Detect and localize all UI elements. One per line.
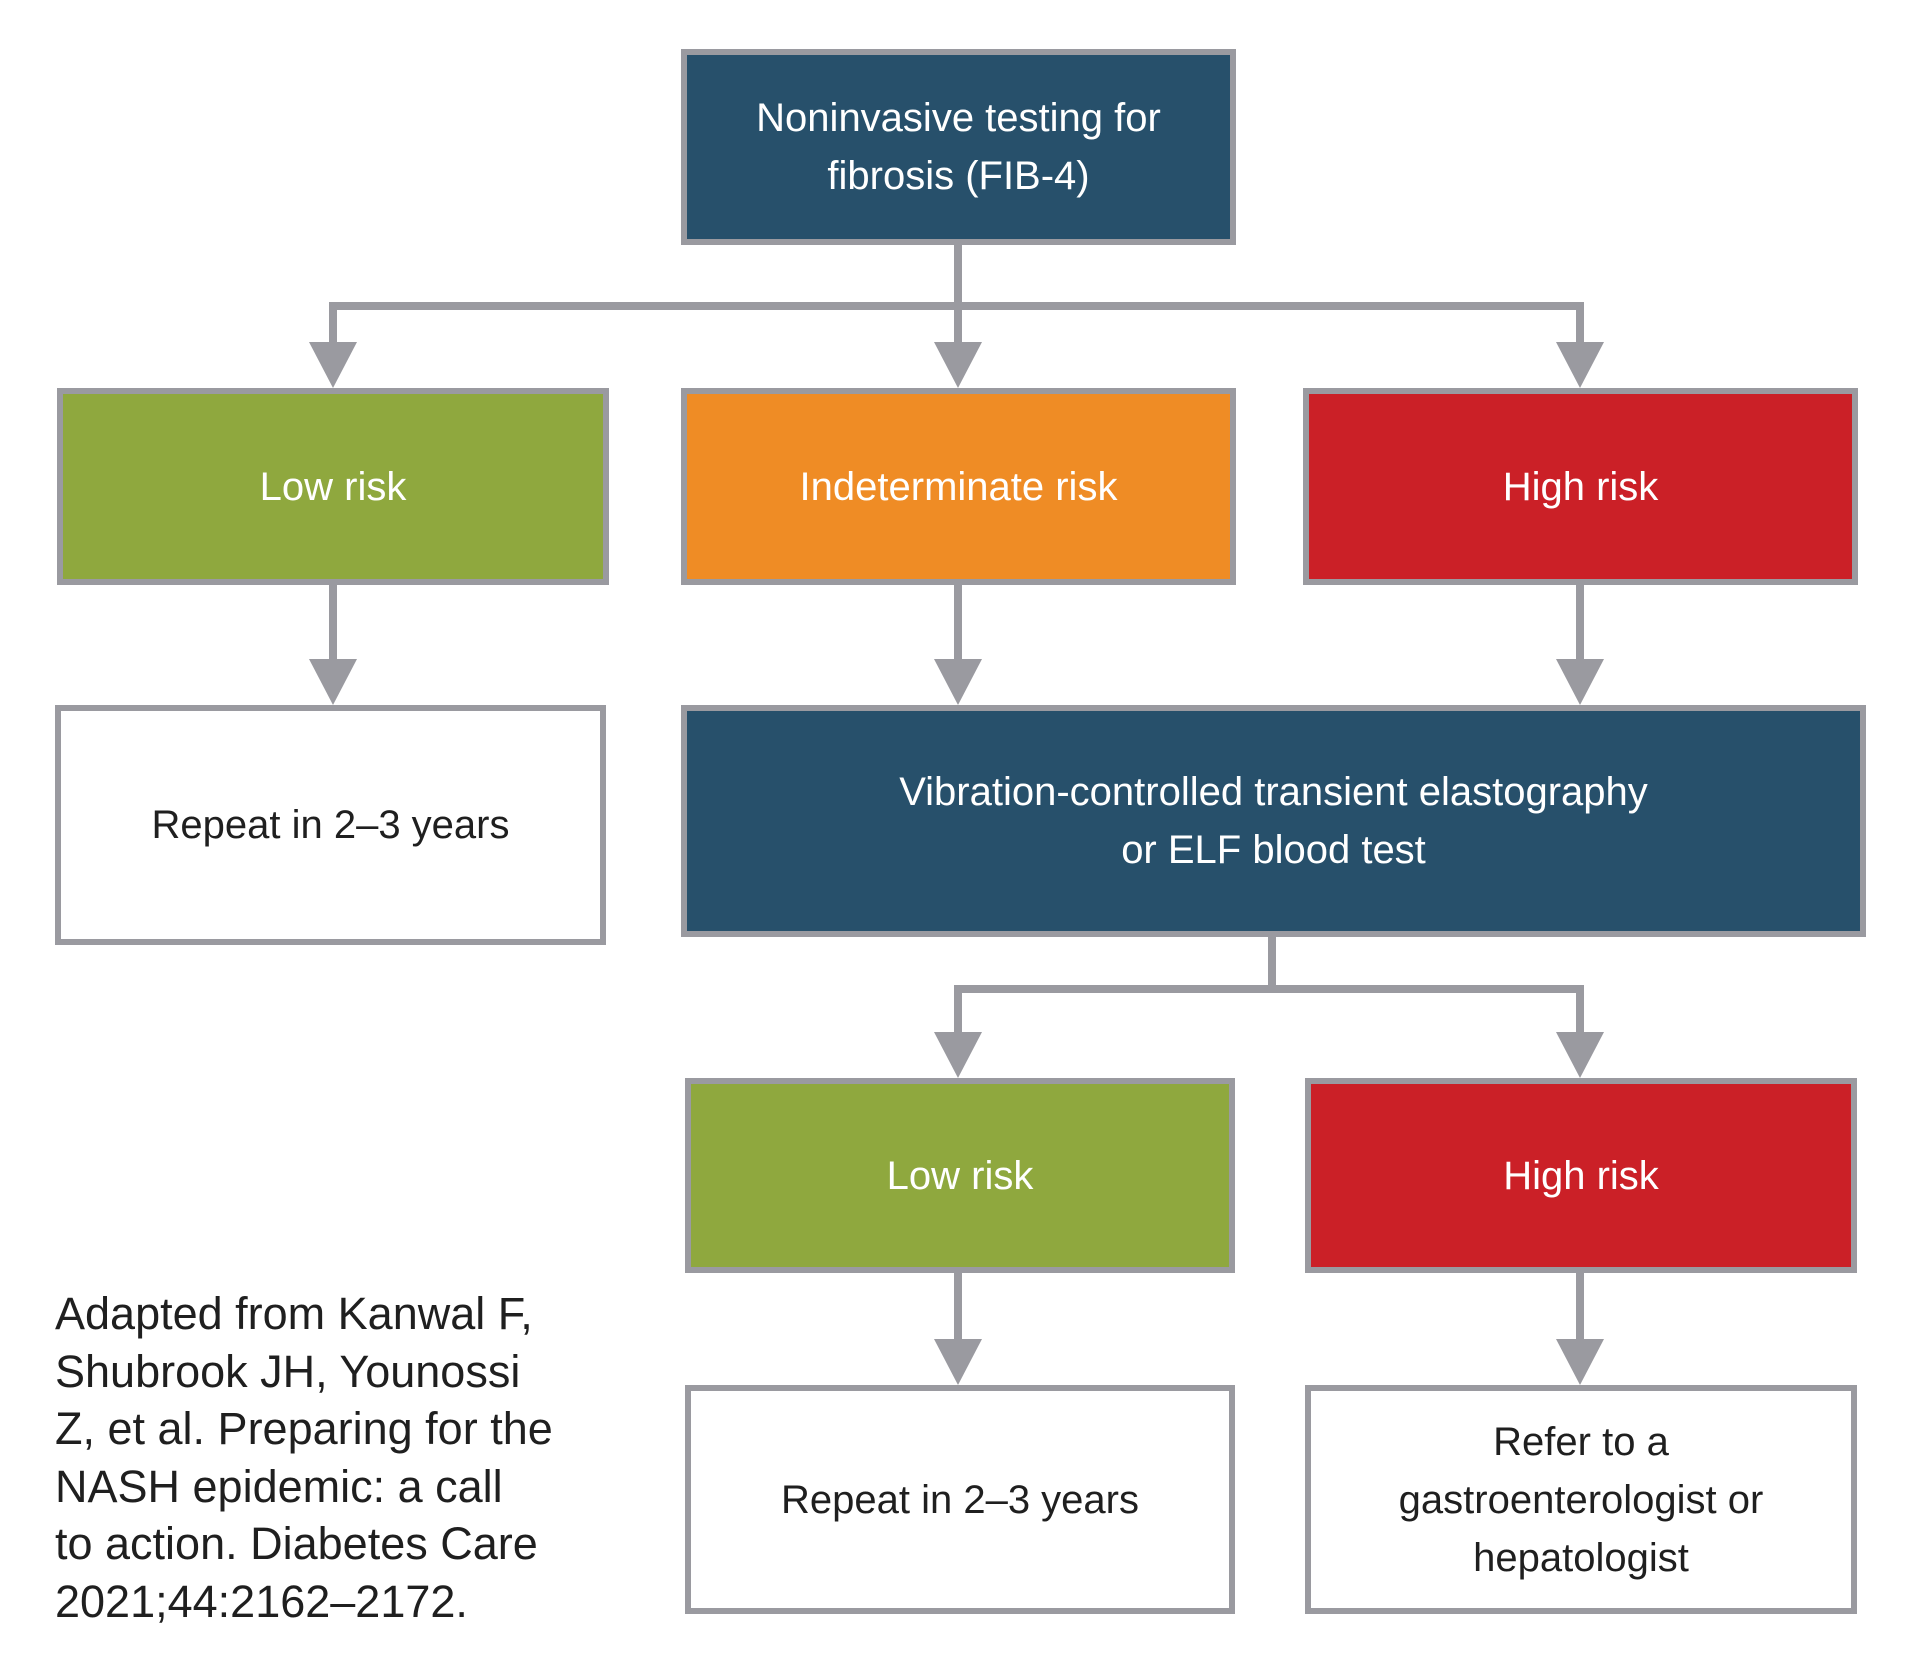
connector-low1-to-repeat1 (329, 585, 337, 663)
arrow-down-icon-vcte-left (934, 659, 982, 705)
node-low-risk-2: Low risk (685, 1078, 1235, 1273)
arrow-down-icon-repeat-2 (934, 1339, 982, 1385)
connector-stub-fib4 (954, 243, 962, 310)
node-high-risk-2: High risk (1305, 1078, 1857, 1273)
connector-high1-to-vcte (1576, 585, 1584, 663)
node-repeat-2-label: Repeat in 2–3 years (780, 1477, 1139, 1522)
node-high-risk-2-label: High risk (1503, 1153, 1659, 1198)
arrow-down-icon-repeat-1 (309, 659, 357, 705)
arrow-down-icon-low-risk-1 (309, 342, 357, 388)
node-indeterminate-risk-label: Indeterminate risk (799, 464, 1118, 509)
connector-branch2-left-drop (954, 985, 962, 1032)
node-high-risk-1-label: High risk (1502, 464, 1659, 509)
arrow-down-icon-high-risk-2 (1556, 1032, 1604, 1078)
node-repeat-1: Repeat in 2–3 years (55, 705, 606, 945)
node-vcte-label: Vibration-controlled transient elastogra… (899, 770, 1648, 872)
node-refer-label: Refer to a gastroenterologist or hepatol… (1398, 1419, 1764, 1580)
node-fib4: Noninvasive testing for fibrosis (FIB-4) (681, 49, 1236, 245)
arrow-down-icon-refer (1556, 1339, 1604, 1385)
arrow-down-icon-low-risk-2 (934, 1032, 982, 1078)
node-repeat-1-label: Repeat in 2–3 years (151, 803, 510, 847)
connector-branch1-left-drop (329, 302, 337, 348)
node-fib4-label: Noninvasive testing for fibrosis (FIB-4) (756, 96, 1161, 198)
node-low-risk-2-label: Low risk (886, 1153, 1034, 1198)
connector-stub-vcte (1268, 937, 1276, 993)
connector-high2-to-refer (1576, 1273, 1584, 1339)
connector-branch2-horizontal (954, 985, 1584, 993)
node-high-risk-1: High risk (1303, 388, 1858, 585)
node-low-risk-1-label: Low risk (259, 464, 407, 509)
node-low-risk-1: Low risk (57, 388, 609, 585)
node-indeterminate-risk: Indeterminate risk (681, 388, 1236, 585)
node-vcte: Vibration-controlled transient elastogra… (681, 705, 1866, 937)
connector-low2-to-repeat2 (954, 1273, 962, 1339)
arrow-down-icon-vcte-right (1556, 659, 1604, 705)
connector-branch2-right-drop (1576, 985, 1584, 1032)
node-repeat-2: Repeat in 2–3 years (685, 1385, 1235, 1614)
arrow-down-icon-indeterminate (934, 342, 982, 388)
arrow-down-icon-high-risk-1 (1556, 342, 1604, 388)
citation-text: Adapted from Kanwal F, Shubrook JH, Youn… (55, 1288, 553, 1627)
connector-branch1-right-drop (1576, 302, 1584, 348)
connector-indeterminate-to-vcte (954, 585, 962, 663)
connector-branch1-mid-drop (954, 302, 962, 348)
node-refer: Refer to a gastroenterologist or hepatol… (1305, 1385, 1857, 1614)
